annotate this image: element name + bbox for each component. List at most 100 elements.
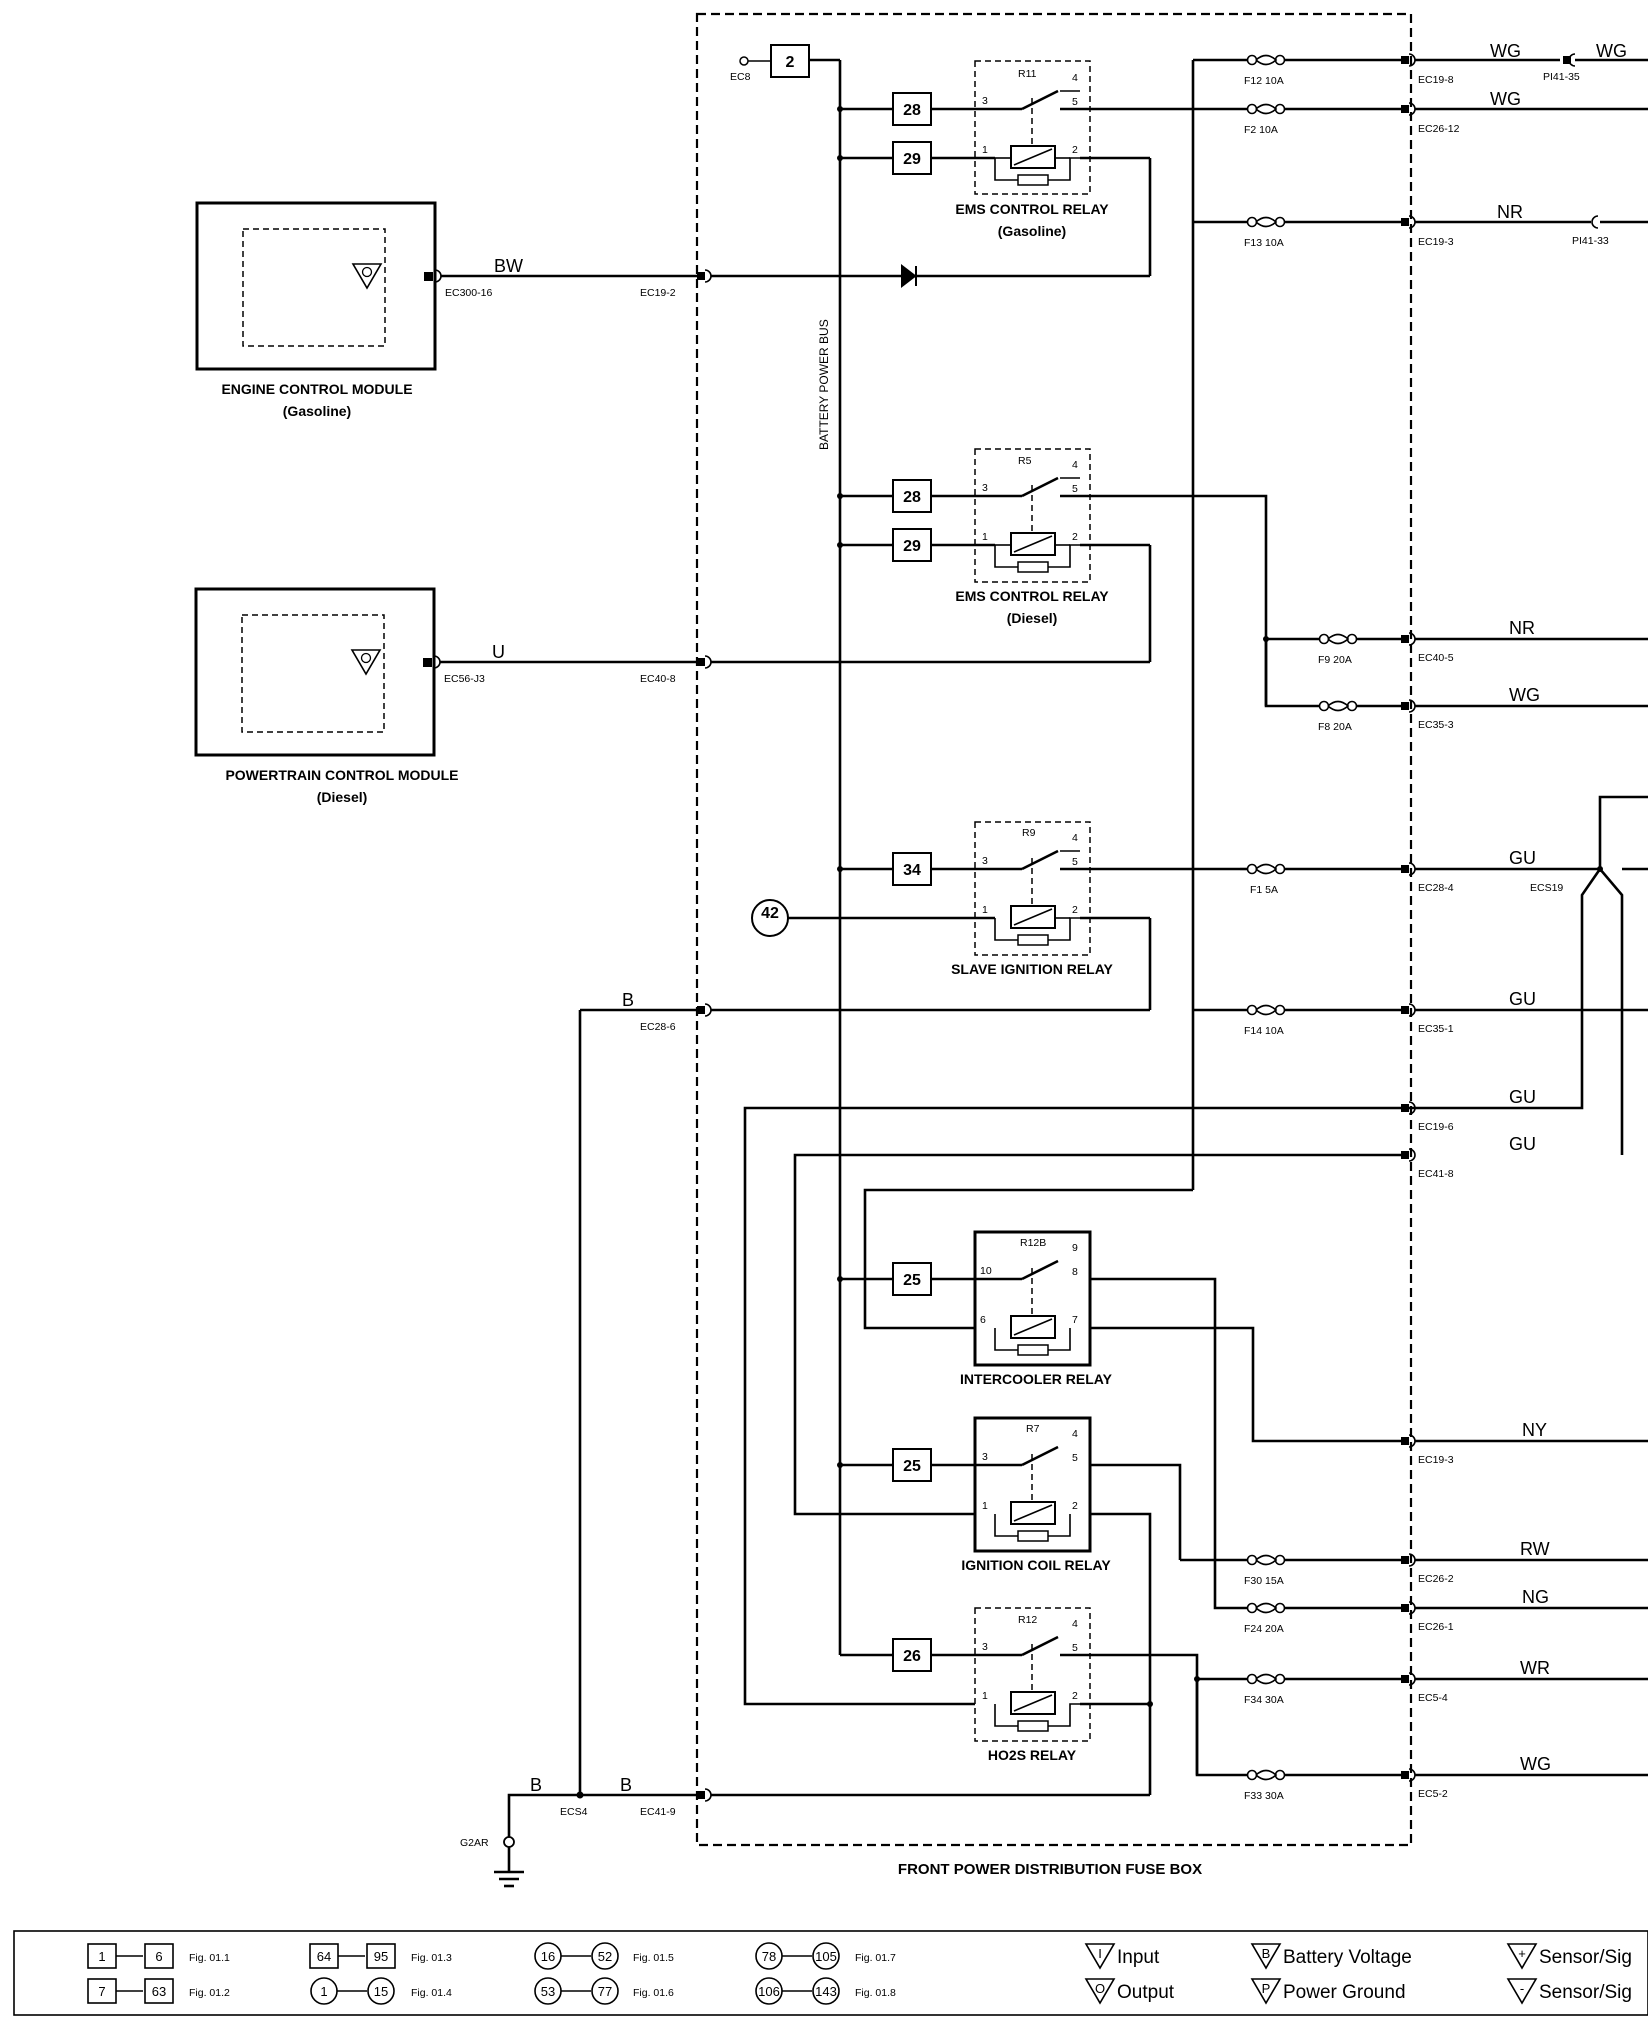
relay-r11 xyxy=(837,60,1193,195)
r5-ref: 29 xyxy=(903,538,921,555)
ec41-9: EC41-9 xyxy=(640,1806,676,1818)
fuse-label: F2 10A xyxy=(1244,124,1278,136)
bus-label: BATTERY POWER BUS xyxy=(817,319,831,450)
g2ar: G2AR xyxy=(460,1837,489,1849)
r9-ref: 42 xyxy=(761,905,779,922)
r5-pin: 2 xyxy=(1072,531,1078,543)
fuse-wire: GU xyxy=(1509,989,1536,1009)
ec41-8: EC41-8 xyxy=(1418,1168,1454,1180)
fusebox-title: FRONT POWER DISTRIBUTION FUSE BOX xyxy=(898,1861,1202,1878)
r7-name: IGNITION COIL RELAY xyxy=(961,1557,1111,1573)
legend-fig: Fig. 01.4 xyxy=(411,1987,452,1999)
fuse-connector: EC26-12 xyxy=(1418,123,1460,135)
r5-id: R5 xyxy=(1018,455,1032,467)
r12-ref: 26 xyxy=(903,1648,921,1665)
power-ground-icon: P xyxy=(1262,1981,1271,1996)
r11-pin: 4 xyxy=(1072,72,1078,84)
r9-pin: 3 xyxy=(982,855,988,867)
r7-pin: 4 xyxy=(1072,1428,1078,1440)
pcm-variant: (Diesel) xyxy=(317,789,368,805)
r7-ref: 25 xyxy=(903,1458,921,1475)
ecs19: ECS19 xyxy=(1530,882,1563,894)
wire-gu: GU xyxy=(1509,1134,1536,1154)
legend-from: 78 xyxy=(762,1949,776,1964)
legend-fig: Fig. 01.1 xyxy=(189,1952,230,1964)
r5-pin: 4 xyxy=(1072,459,1078,471)
ground-terminal xyxy=(503,1836,515,1848)
legend-power-ground: Power Ground xyxy=(1283,1982,1406,2003)
r11-ref-29: 29 xyxy=(903,151,921,168)
r5-pin: 3 xyxy=(982,482,988,494)
powertrain-control-module xyxy=(194,587,441,757)
fuse-wire: WG xyxy=(1490,41,1521,61)
legend-fig: Fig. 01.8 xyxy=(855,1987,896,1999)
legend-fig: Fig. 01.5 xyxy=(633,1952,674,1964)
wire-u-label: U xyxy=(492,642,505,662)
fuse-connector: EC5-2 xyxy=(1418,1788,1448,1800)
fuse-connector: EC5-4 xyxy=(1418,1692,1448,1704)
wire-b-label: B xyxy=(622,990,634,1010)
fuse-label: F13 10A xyxy=(1244,237,1284,249)
r12-pin: 1 xyxy=(982,1690,988,1702)
legend-box xyxy=(13,1930,1648,2016)
r7-pin: 1 xyxy=(982,1500,988,1512)
relay-r9 xyxy=(751,821,1240,1010)
legend-fig: Fig. 01.7 xyxy=(855,1952,896,1964)
ecm-name: ENGINE CONTROL MODULE xyxy=(221,381,412,397)
pi41-35: PI41-35 xyxy=(1543,71,1580,83)
legend-from: 53 xyxy=(541,1984,555,1999)
sensor-minus-icon: - xyxy=(1520,1981,1524,1996)
r11-pin: 5 xyxy=(1072,96,1078,108)
fuse-wire: WG xyxy=(1509,685,1540,705)
r9-pin: 4 xyxy=(1072,832,1078,844)
legend-to: 95 xyxy=(374,1949,388,1964)
sensor-plus-icon: + xyxy=(1518,1946,1526,1961)
fuse-connector: EC28-4 xyxy=(1418,882,1454,894)
fuse-label: F1 5A xyxy=(1250,884,1278,896)
relay-r12 xyxy=(743,1106,1405,1775)
wire-gu: GU xyxy=(1509,1087,1536,1107)
legend-from: 64 xyxy=(317,1949,331,1964)
battery-icon: B xyxy=(1262,1946,1271,1961)
fuse-connector: EC19-3 xyxy=(1418,236,1454,248)
r12b-name: INTERCOOLER RELAY xyxy=(960,1371,1113,1387)
legend-to: 52 xyxy=(598,1949,612,1964)
r12b-ref: 25 xyxy=(903,1272,921,1289)
legend-to: 143 xyxy=(815,1984,837,1999)
fuse-label: F30 15A xyxy=(1244,1575,1284,1587)
r5-ref: 28 xyxy=(903,489,921,506)
output-icon: O xyxy=(1095,1981,1105,1996)
ec40-8: EC40-8 xyxy=(640,673,676,685)
r5-name: EMS CONTROL RELAY xyxy=(955,588,1109,604)
fuse-label: F12 10A xyxy=(1244,75,1284,87)
relay-r7 xyxy=(793,1153,1405,1795)
r9-pin: 5 xyxy=(1072,856,1078,868)
r12b-id: R12B xyxy=(1020,1237,1046,1249)
legend-fig: Fig. 01.2 xyxy=(189,1987,230,1999)
fuse-wire: WG xyxy=(1520,1754,1551,1774)
relay-r12b xyxy=(837,1188,1405,1560)
ec8-label: EC8 xyxy=(730,71,751,83)
legend-sensor-minus: Sensor/Sig xyxy=(1539,1982,1632,2003)
legend-sensor-plus: Sensor/Sig xyxy=(1539,1947,1632,1968)
fusebox-outline xyxy=(695,12,1413,1847)
input-icon: I xyxy=(1098,1946,1102,1961)
ec19-2: EC19-2 xyxy=(640,287,676,299)
r9-pin: 1 xyxy=(982,904,988,916)
r12-pin: 2 xyxy=(1072,1690,1078,1702)
legend-from: 16 xyxy=(541,1949,555,1964)
pcm-name: POWERTRAIN CONTROL MODULE xyxy=(225,767,458,783)
r12-pin: 5 xyxy=(1072,1642,1078,1654)
legend-from: 1 xyxy=(98,1949,105,1964)
supply-ref: 2 xyxy=(786,54,795,71)
r12b-pin: 6 xyxy=(980,1314,986,1326)
legend-input: Input xyxy=(1117,1947,1160,1968)
legend-to: 6 xyxy=(155,1949,162,1964)
fuse-wire: GU xyxy=(1509,848,1536,868)
legend-to: 63 xyxy=(152,1984,166,1999)
fuse-label: F9 20A xyxy=(1318,654,1352,666)
r11-id: R11 xyxy=(1018,68,1037,80)
r12b-pin: 9 xyxy=(1072,1242,1078,1254)
r11-pin: 3 xyxy=(982,95,988,107)
